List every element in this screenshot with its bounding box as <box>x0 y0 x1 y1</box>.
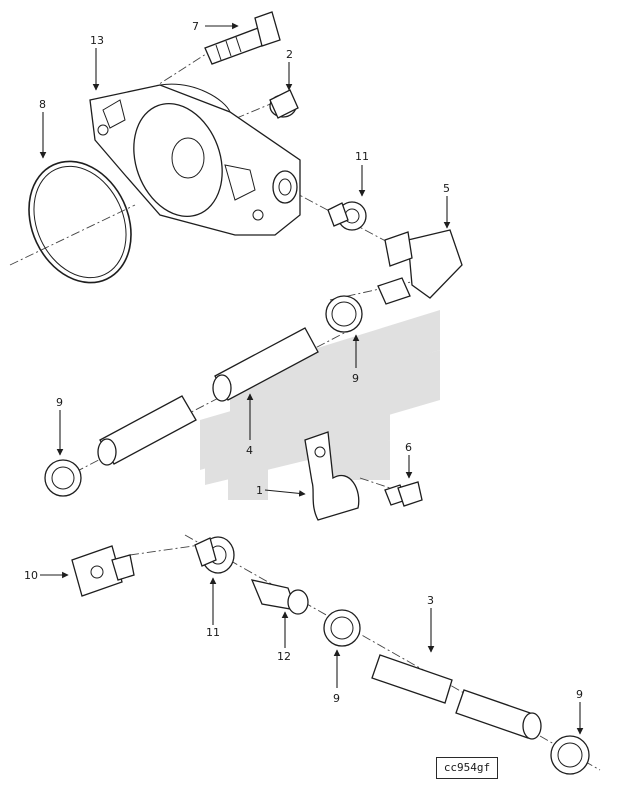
callout-2: 2 <box>286 48 293 61</box>
elbow-lower <box>71 545 135 597</box>
callout-1: 1 <box>256 484 263 497</box>
hose-clamp-right <box>550 735 590 775</box>
callout-9-lower: 9 <box>333 692 340 705</box>
callout-12: 12 <box>277 650 291 663</box>
hose-lower <box>371 654 542 740</box>
callout-11-lower: 11 <box>206 626 220 639</box>
filter-housing <box>89 83 301 236</box>
callout-5: 5 <box>443 182 450 195</box>
watermark-logo <box>200 310 440 500</box>
callout-labels: 13 7 2 8 11 5 9 4 9 6 1 10 11 12 9 3 9 <box>24 20 583 705</box>
hose-clamp-left <box>44 459 82 497</box>
small-bolt <box>384 481 423 507</box>
o-ring <box>28 160 132 284</box>
plug <box>269 89 299 119</box>
callout-11-upper: 11 <box>355 150 369 163</box>
callout-9-left: 9 <box>56 396 63 409</box>
figure-reference-code: cc954gf <box>436 757 498 779</box>
hose-upper <box>97 327 319 466</box>
fitting-upper <box>327 201 367 231</box>
hose-clamp-upper <box>325 295 363 333</box>
elbow-fitting <box>377 229 463 305</box>
fitting-lower <box>194 536 235 574</box>
callout-4: 4 <box>246 444 253 457</box>
callout-9-upper: 9 <box>352 372 359 385</box>
hose-clamp-lower <box>323 609 361 647</box>
callout-7: 7 <box>192 20 199 33</box>
callout-arrows <box>39 22 584 735</box>
bolt <box>204 11 281 65</box>
callout-6: 6 <box>405 441 412 454</box>
callout-3: 3 <box>427 594 434 607</box>
callout-8: 8 <box>39 98 46 111</box>
callout-10: 10 <box>24 569 38 582</box>
callout-9-right: 9 <box>576 688 583 701</box>
hose-nipple <box>250 579 309 615</box>
bracket-clip <box>304 431 360 521</box>
callout-13: 13 <box>90 34 104 47</box>
